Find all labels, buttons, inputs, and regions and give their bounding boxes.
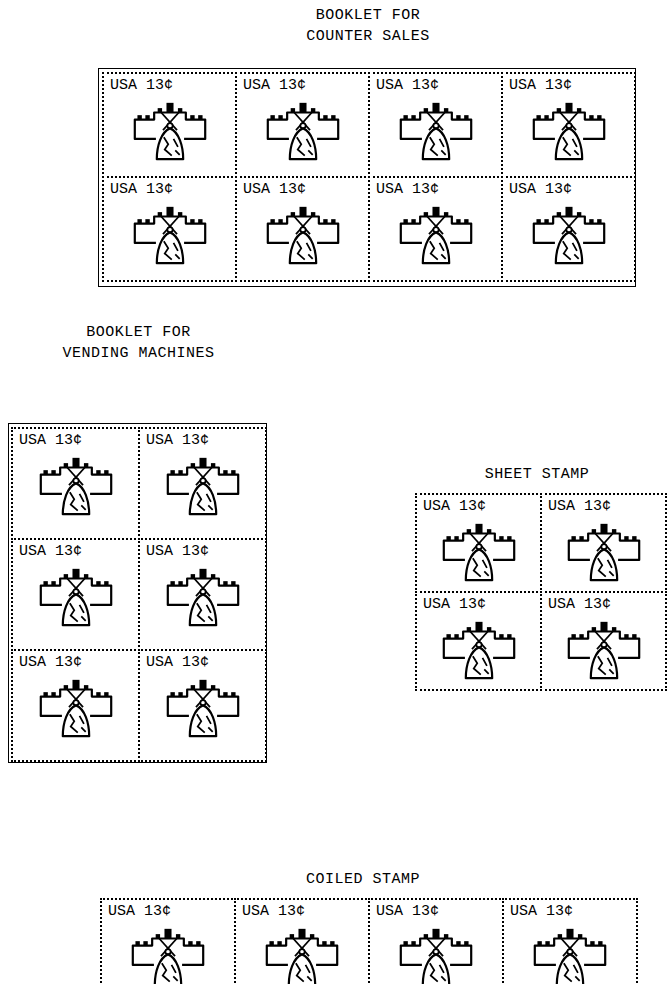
stamp: USA 13¢ bbox=[415, 591, 542, 691]
liberty-bell-illustration bbox=[126, 202, 214, 268]
stamp: USA 13¢ bbox=[235, 176, 370, 282]
stamp-denomination: USA 13¢ bbox=[376, 903, 439, 921]
stamp-denomination: USA 13¢ bbox=[19, 432, 82, 450]
liberty-bell bbox=[533, 207, 603, 263]
liberty-bell-illustration bbox=[392, 202, 480, 268]
liberty-bell-illustration bbox=[560, 519, 648, 585]
section-label: COILED STAMP bbox=[253, 870, 473, 890]
stamp: USA 13¢ bbox=[100, 898, 236, 984]
stamp-denomination: USA 13¢ bbox=[510, 903, 573, 921]
liberty-bell-illustration bbox=[392, 924, 480, 984]
liberty-bell bbox=[40, 569, 110, 625]
stamp: USA 13¢ bbox=[501, 176, 636, 282]
stamp: USA 13¢ bbox=[102, 176, 237, 282]
stamp-denomination: USA 13¢ bbox=[423, 596, 486, 614]
stamp: USA 13¢ bbox=[502, 898, 638, 984]
stamp-denomination: USA 13¢ bbox=[242, 903, 305, 921]
liberty-bell bbox=[267, 929, 337, 984]
stamp-denomination: USA 13¢ bbox=[243, 77, 306, 95]
liberty-bell-illustration bbox=[159, 675, 247, 741]
stamp-denomination: USA 13¢ bbox=[509, 77, 572, 95]
liberty-bell bbox=[568, 524, 638, 580]
liberty-bell bbox=[40, 458, 110, 514]
stamp: USA 13¢ bbox=[368, 898, 504, 984]
liberty-bell-illustration bbox=[126, 98, 214, 164]
stamp: USA 13¢ bbox=[138, 427, 267, 540]
liberty-bell-illustration bbox=[32, 675, 120, 741]
liberty-bell bbox=[535, 929, 605, 984]
stamp-denomination: USA 13¢ bbox=[423, 498, 486, 516]
liberty-bell-illustration bbox=[159, 453, 247, 519]
stamp-denomination: USA 13¢ bbox=[509, 181, 572, 199]
liberty-bell-illustration bbox=[159, 564, 247, 630]
liberty-bell-illustration bbox=[525, 202, 613, 268]
booklet-pane: USA 13¢ USA 13¢ USA 13¢ USA 13¢ USA 13¢ USA 1… bbox=[98, 68, 636, 287]
stamp-denomination: USA 13¢ bbox=[548, 596, 611, 614]
stamp-denomination: USA 13¢ bbox=[146, 654, 209, 672]
stamp-denomination: USA 13¢ bbox=[19, 543, 82, 561]
liberty-bell-illustration bbox=[526, 924, 614, 984]
liberty-bell bbox=[167, 569, 237, 625]
stamp: USA 13¢ bbox=[415, 493, 542, 593]
liberty-bell bbox=[533, 103, 603, 159]
stamp: USA 13¢ bbox=[540, 591, 667, 691]
stamp: USA 13¢ bbox=[501, 72, 636, 178]
stamp-denomination: USA 13¢ bbox=[108, 903, 171, 921]
liberty-bell-illustration bbox=[32, 453, 120, 519]
stamp: USA 13¢ bbox=[138, 649, 267, 762]
stamp: USA 13¢ bbox=[368, 72, 503, 178]
stamp-denomination: USA 13¢ bbox=[243, 181, 306, 199]
liberty-bell-illustration bbox=[435, 519, 523, 585]
stamp: USA 13¢ bbox=[138, 538, 267, 651]
liberty-bell bbox=[443, 524, 513, 580]
section-label: SHEET STAMP bbox=[427, 465, 647, 485]
liberty-bell bbox=[400, 207, 470, 263]
stamp-denomination: USA 13¢ bbox=[110, 181, 173, 199]
stamp: USA 13¢ bbox=[234, 898, 370, 984]
liberty-bell bbox=[400, 103, 470, 159]
stamp-denomination: USA 13¢ bbox=[19, 654, 82, 672]
liberty-bell-illustration bbox=[32, 564, 120, 630]
stamp: USA 13¢ bbox=[235, 72, 370, 178]
liberty-bell bbox=[40, 680, 110, 736]
pane-heading: BOOKLET FOR VENDING MACHINES bbox=[59, 322, 219, 364]
stamp: USA 13¢ bbox=[11, 538, 140, 651]
stamp-denomination: USA 13¢ bbox=[110, 77, 173, 95]
liberty-bell bbox=[167, 458, 237, 514]
stamp: USA 13¢ bbox=[540, 493, 667, 593]
liberty-bell bbox=[568, 622, 638, 678]
liberty-bell bbox=[443, 622, 513, 678]
stamp: USA 13¢ bbox=[102, 72, 237, 178]
liberty-bell bbox=[401, 929, 471, 984]
stamp-denomination: USA 13¢ bbox=[376, 77, 439, 95]
stamp: USA 13¢ bbox=[11, 649, 140, 762]
liberty-bell bbox=[267, 103, 337, 159]
stamp: USA 13¢ bbox=[11, 427, 140, 540]
liberty-bell bbox=[133, 929, 203, 984]
liberty-bell bbox=[134, 207, 204, 263]
liberty-bell-illustration bbox=[259, 98, 347, 164]
liberty-bell-illustration bbox=[392, 98, 480, 164]
pane-heading: BOOKLET FOR COUNTER SALES bbox=[298, 5, 438, 47]
liberty-bell-illustration bbox=[259, 202, 347, 268]
stamp-denomination: USA 13¢ bbox=[146, 543, 209, 561]
liberty-bell-illustration bbox=[435, 617, 523, 683]
liberty-bell-illustration bbox=[258, 924, 346, 984]
liberty-bell-illustration bbox=[124, 924, 212, 984]
booklet-pane: USA 13¢ USA 13¢ USA 13¢ USA 13¢ USA 13¢ USA 1… bbox=[8, 423, 267, 763]
liberty-bell bbox=[167, 680, 237, 736]
stamp-denomination: USA 13¢ bbox=[548, 498, 611, 516]
liberty-bell bbox=[267, 207, 337, 263]
liberty-bell-illustration bbox=[560, 617, 648, 683]
stamp: USA 13¢ bbox=[368, 176, 503, 282]
stamp-denomination: USA 13¢ bbox=[376, 181, 439, 199]
liberty-bell bbox=[134, 103, 204, 159]
stamp-denomination: USA 13¢ bbox=[146, 432, 209, 450]
liberty-bell-illustration bbox=[525, 98, 613, 164]
